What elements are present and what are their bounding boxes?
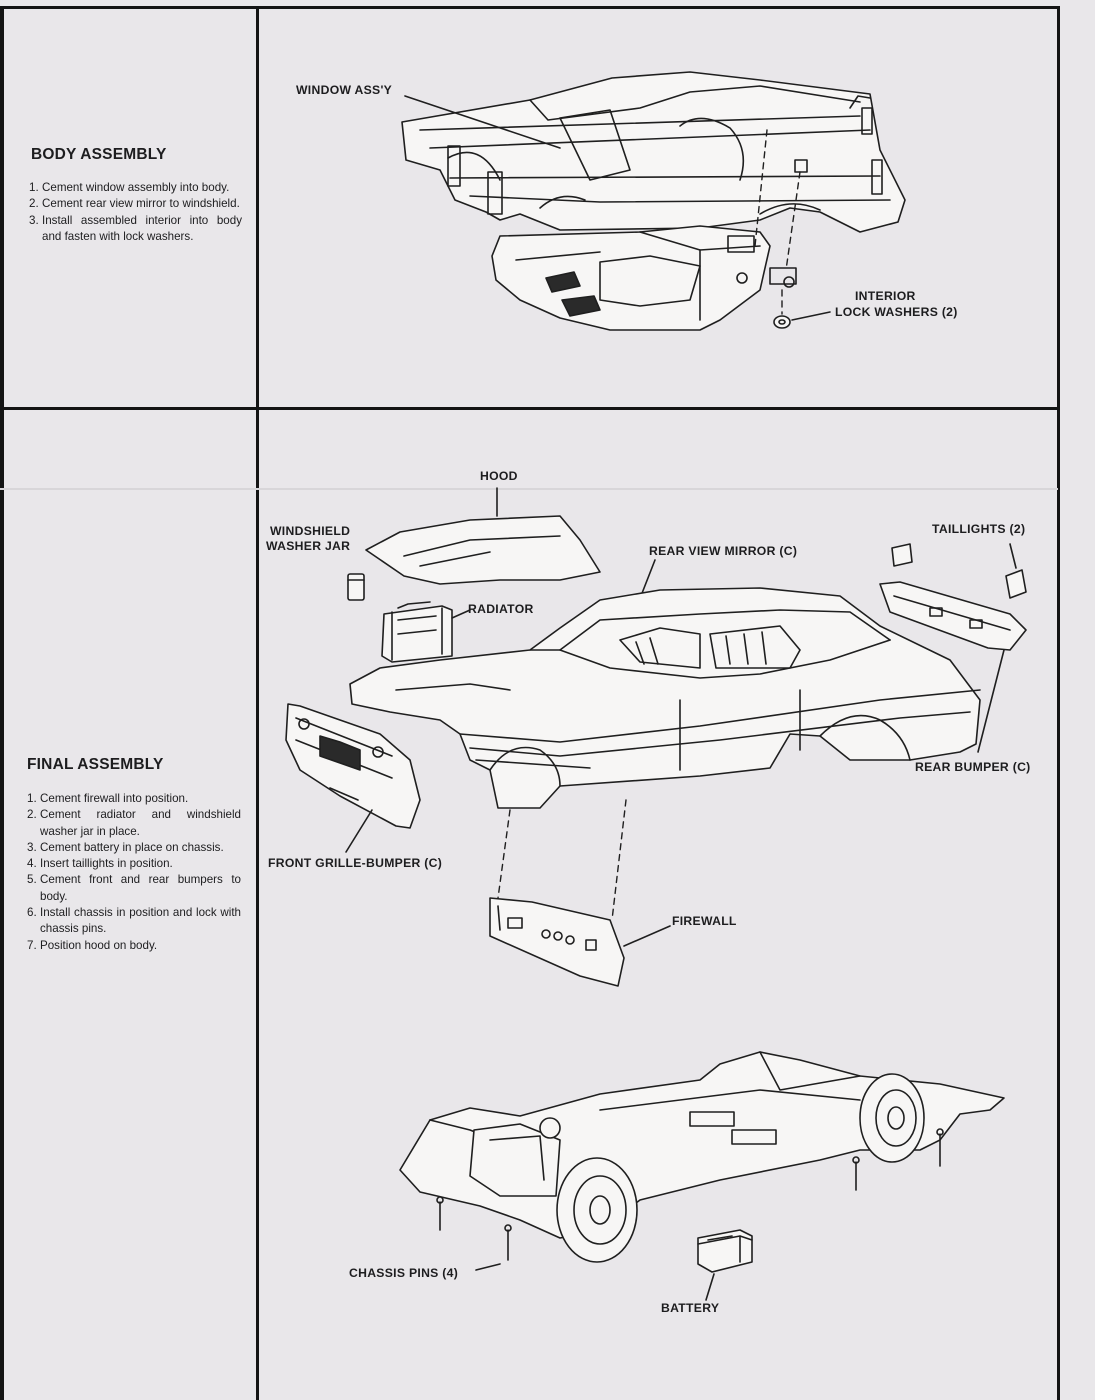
body-step-3: 3.Install assembled interior into body a… — [29, 213, 242, 243]
radiator-illustration — [381, 601, 453, 663]
rear-bumper-label: REAR BUMPER (C) — [915, 760, 1031, 774]
paper-fold-line — [0, 488, 1058, 490]
frame-column-divider — [256, 6, 259, 1400]
firewall-illustration — [489, 897, 625, 987]
frame-right-border — [1057, 6, 1060, 1400]
frame-top-border — [0, 6, 1060, 9]
front-grille-bumper-label: FRONT GRILLE-BUMPER (C) — [268, 856, 443, 870]
body-shell-illustration — [401, 71, 906, 233]
front-bumper-illustration — [285, 703, 421, 829]
final-step-5: 5.Cement front and rear bumpers to body. — [27, 873, 241, 903]
interior-label: INTERIOR — [855, 289, 916, 303]
body-assembly-heading: BODY ASSEMBLY — [31, 146, 167, 163]
frame-left-border — [0, 6, 4, 1400]
radiator-label: RADIATOR — [468, 602, 534, 616]
body-assembly-steps: 1.Cement window assembly into body. 2.Ce… — [29, 180, 242, 245]
washer-leader-line — [791, 311, 831, 321]
lock-washers-label: LOCK WASHERS (2) — [835, 305, 958, 319]
final-step-6: 6.Install chassis in position and lock w… — [27, 906, 241, 936]
frame-section-divider — [0, 407, 1060, 410]
rear-view-mirror-label: REAR VIEW MIRROR (C) — [649, 544, 798, 558]
interior-tub-illustration — [491, 225, 797, 331]
washer-jar-label-line1: WINDSHIELD — [270, 524, 351, 538]
final-step-4: 4.Insert taillights in position. — [27, 857, 173, 871]
final-step-7: 7.Position hood on body. — [27, 938, 158, 952]
chassis-pins-label: CHASSIS PINS (4) — [349, 1266, 459, 1280]
window-assy-label: WINDOW ASS'Y — [296, 83, 393, 97]
hood-label: HOOD — [480, 469, 518, 483]
battery-label: BATTERY — [661, 1301, 720, 1315]
car-body-illustration — [349, 587, 981, 809]
chassis-illustration — [399, 1051, 1005, 1263]
window-leader-line — [404, 95, 561, 149]
final-step-2: 2.Cement radiator and windshield washer … — [27, 808, 241, 838]
washer-jar-illustration — [347, 573, 365, 601]
final-step-3: 3.Cement battery in place on chassis. — [27, 840, 224, 854]
battery-illustration — [697, 1229, 753, 1273]
final-step-1: 1.Cement firewall into position. — [27, 792, 189, 805]
washer-jar-label-line2: WASHER JAR — [266, 539, 351, 553]
final-assembly-steps: 1.Cement firewall into position. 2.Cemen… — [27, 791, 241, 954]
lock-washer-icon — [773, 159, 808, 329]
firewall-label: FIREWALL — [672, 914, 737, 928]
hood-illustration — [365, 515, 601, 585]
taillight-icon — [891, 543, 1027, 599]
final-assembly-heading: FINAL ASSEMBLY — [27, 756, 164, 773]
body-step-2: 2.Cement rear view mirror to windshield. — [29, 197, 240, 211]
body-step-1: 1.Cement window assembly into body. — [29, 181, 230, 194]
taillights-label: TAILLIGHTS (2) — [932, 522, 1026, 536]
rear-bumper-illustration — [879, 581, 1027, 651]
